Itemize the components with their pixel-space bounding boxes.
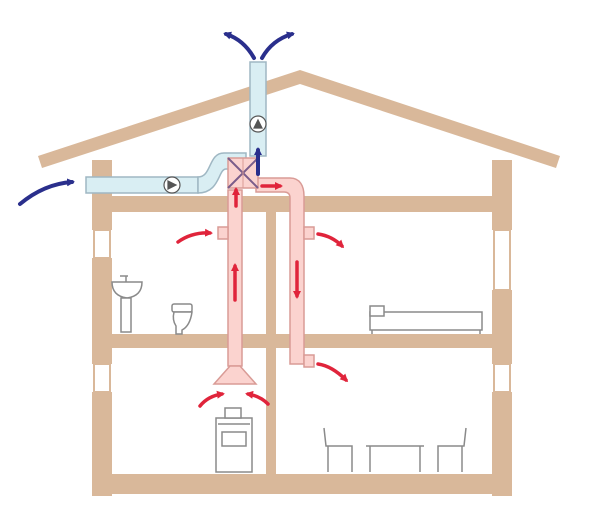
window-right-upper — [493, 229, 511, 291]
upstairs-extract-vent — [217, 226, 229, 240]
left-wall-upper — [92, 160, 112, 230]
ground-floor — [92, 474, 512, 494]
roof-right — [300, 70, 560, 168]
kitchen-left-arrow — [198, 390, 225, 408]
exhaust-stack — [249, 61, 267, 157]
supply-duct — [255, 177, 305, 365]
toilet-icon — [171, 303, 193, 335]
inflow-arrow — [18, 178, 75, 206]
chair-icon — [437, 427, 467, 472]
downstairs-supply-arrow — [316, 362, 349, 383]
fixtures — [111, 275, 483, 473]
roof-left — [38, 70, 300, 168]
roof-outflow-arrow-right — [260, 31, 295, 60]
intake-duct-straight — [85, 176, 199, 194]
chair-icon — [323, 427, 353, 472]
upstairs-intake-arrow — [176, 228, 213, 244]
window-frames — [93, 229, 511, 393]
left-wall-mid — [92, 258, 112, 364]
right-wall-mid — [492, 290, 512, 364]
window-left-upper — [93, 229, 111, 259]
right-wall-upper — [492, 160, 512, 230]
stove-icon — [215, 407, 253, 473]
warm-air-arrows — [176, 182, 349, 408]
roof-exhaust-duct — [249, 61, 267, 157]
bed-icon — [369, 305, 483, 334]
fan-icon — [163, 176, 181, 194]
fresh-air-arrows — [18, 31, 295, 206]
left-wall-lower — [92, 392, 112, 496]
partition-wall-upper — [266, 212, 276, 334]
fan-icon — [249, 115, 267, 133]
window-left-lower — [93, 363, 111, 393]
sink-icon — [111, 275, 143, 333]
supply-outlet-lower — [303, 354, 315, 368]
heat-exchanger-icon — [227, 157, 259, 189]
partition-wall-lower — [266, 348, 276, 474]
range-hood-icon — [212, 365, 258, 385]
upstairs-supply-arrow — [316, 232, 345, 249]
right-wall-lower — [492, 392, 512, 496]
window-right-lower — [493, 363, 511, 393]
table-icon — [366, 445, 424, 472]
kitchen-right-arrow — [245, 390, 270, 406]
roof-outflow-arrow-left — [223, 31, 256, 60]
supply-outlet-upper — [303, 226, 315, 240]
